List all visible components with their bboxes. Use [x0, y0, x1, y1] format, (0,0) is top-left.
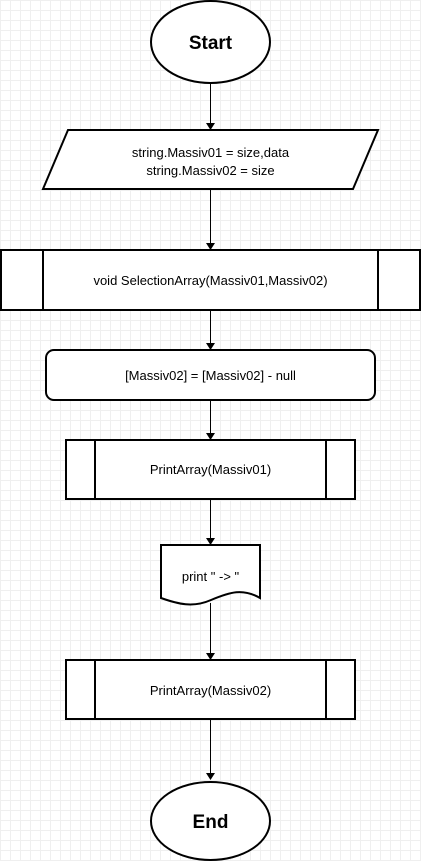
process-box[interactable]: [Massiv02] = [Massiv02] - null — [45, 349, 376, 401]
print2-label: PrintArray(Massiv02) — [150, 683, 271, 698]
connectors — [206, 83, 215, 780]
start-label: Start — [189, 33, 233, 54]
arrowhead-output-print2 — [206, 653, 215, 660]
arrowhead-print2-end — [206, 773, 215, 780]
print1-label: PrintArray(Massiv01) — [150, 462, 271, 477]
output-document[interactable]: print " -> " — [160, 544, 261, 606]
end-terminator[interactable]: End — [150, 781, 271, 861]
selection-subprocess[interactable]: void SelectionArray(Massiv01,Massiv02) — [0, 249, 421, 311]
arrowhead-start-input — [206, 123, 215, 130]
start-terminator[interactable]: Start — [150, 0, 271, 84]
print1-subprocess[interactable]: PrintArray(Massiv01) — [65, 439, 356, 500]
arrowhead-process-print1 — [206, 433, 215, 440]
process-label: [Massiv02] = [Massiv02] - null — [125, 368, 296, 383]
arrowhead-print1-output — [206, 538, 215, 545]
end-label: End — [193, 812, 229, 833]
print2-subprocess[interactable]: PrintArray(Massiv02) — [65, 659, 356, 720]
input-label-line1: string.Massiv01 = size,data — [132, 145, 290, 160]
input-label-line2: string.Massiv02 = size — [146, 163, 274, 178]
input-parallelogram[interactable]: string.Massiv01 = size,data string.Massi… — [41, 129, 380, 190]
output-label: print " -> " — [182, 569, 240, 584]
arrowhead-selection-process — [206, 343, 215, 350]
selection-label: void SelectionArray(Massiv01,Massiv02) — [93, 273, 327, 288]
arrowhead-input-selection — [206, 243, 215, 250]
